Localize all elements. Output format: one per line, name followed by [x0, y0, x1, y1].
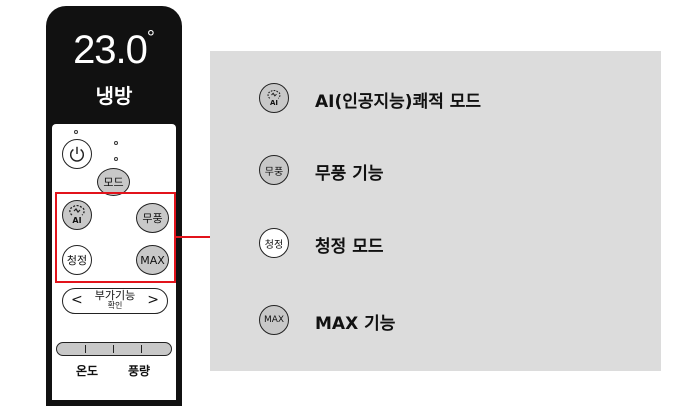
- ai-swirl-icon: [267, 89, 281, 99]
- legend-clean-icon-text: 청정: [264, 239, 284, 251]
- degree-symbol: °: [146, 27, 155, 49]
- max-icon: MAX: [259, 305, 289, 335]
- pointer-arrow-line: [176, 236, 220, 238]
- windfree-icon: 무풍: [259, 155, 289, 185]
- windfree-button-label: 무풍: [142, 212, 163, 225]
- temp-label: 온도: [76, 364, 99, 378]
- legend-max-label: MAX 기능: [315, 314, 396, 334]
- windfree-button[interactable]: 무풍: [136, 203, 169, 233]
- legend-ai-label: AI(인공지능)쾌적 모드: [315, 92, 482, 112]
- max-button[interactable]: MAX: [136, 245, 169, 275]
- max-button-label: MAX: [140, 253, 165, 267]
- clean-button[interactable]: 청정: [62, 245, 92, 275]
- indicator-dot: [74, 130, 78, 134]
- slider-tick: [85, 345, 87, 353]
- power-button[interactable]: [62, 139, 92, 169]
- indicator-dot: [114, 157, 118, 161]
- operation-mode-label: 냉방: [95, 84, 133, 108]
- temperature-readout: 23.0: [73, 28, 148, 72]
- chevron-left-icon[interactable]: <: [71, 292, 83, 308]
- clean-icon: 청정: [259, 228, 289, 258]
- chevron-right-icon[interactable]: >: [147, 292, 159, 308]
- slider-tick: [113, 345, 115, 353]
- fan-label: 풍량: [128, 364, 151, 378]
- legend-clean-label: 청정 모드: [315, 237, 384, 257]
- legend-ai-icon-text: AI: [269, 98, 279, 107]
- legend-max-icon-text: MAX: [263, 315, 285, 325]
- temp-fan-rocker[interactable]: [56, 342, 172, 356]
- sub-function-label: 부가기능: [94, 289, 136, 302]
- sub-function-button[interactable]: < 부가기능 확인 >: [62, 288, 168, 314]
- legend-windfree-label: 무풍 기능: [315, 164, 384, 184]
- ai-comfort-icon: AI: [259, 83, 289, 113]
- highlight-box: [55, 192, 176, 283]
- remote-display: 23.0° 냉방: [52, 12, 176, 120]
- mode-button-label: 모드: [103, 176, 124, 189]
- ai-comfort-button[interactable]: AI: [62, 200, 92, 230]
- sub-function-sublabel: 확인: [107, 301, 123, 311]
- ai-comfort-icon: [69, 205, 85, 216]
- indicator-dot: [114, 141, 118, 145]
- legend-windfree-icon-text: 무풍: [264, 166, 284, 178]
- clean-button-label: 청정: [66, 254, 88, 267]
- slider-tick: [141, 345, 143, 353]
- power-icon: [69, 146, 85, 162]
- ai-label: AI: [72, 216, 82, 225]
- mode-button[interactable]: 모드: [97, 168, 130, 196]
